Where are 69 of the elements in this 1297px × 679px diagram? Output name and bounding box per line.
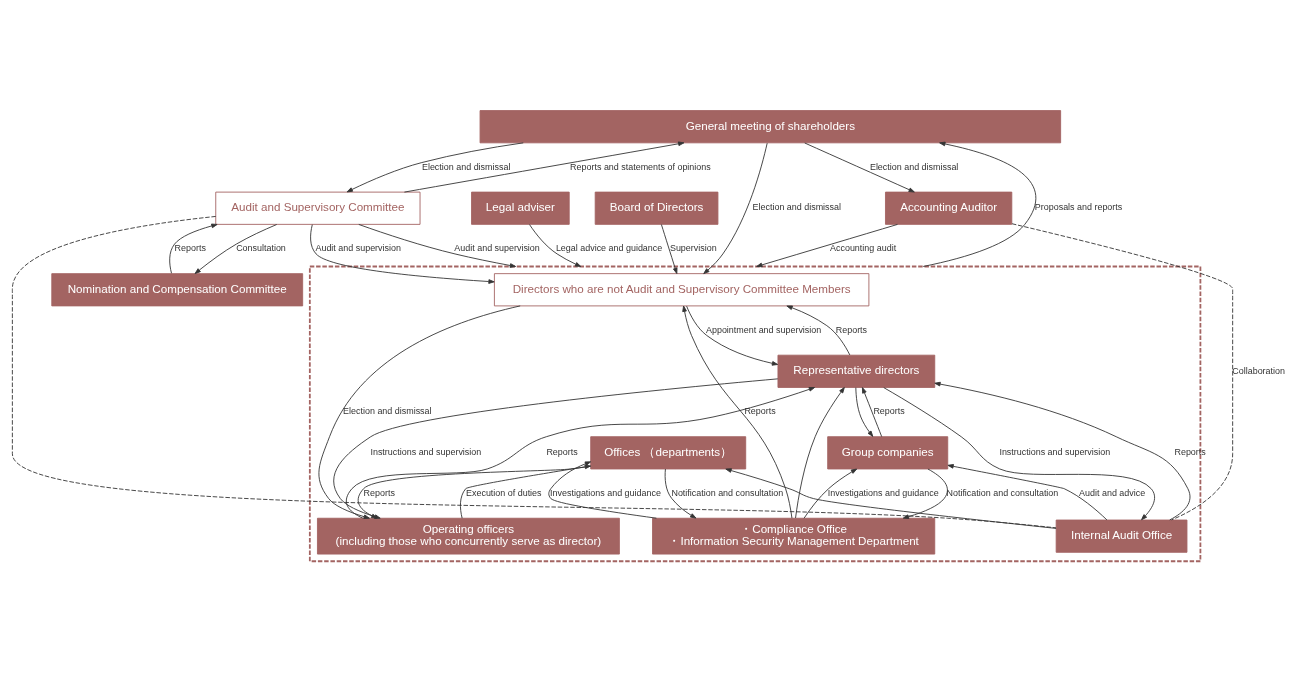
edge-label: Reports [363, 487, 395, 498]
arrow [786, 305, 851, 356]
edge-label: Investigations and guidance [550, 487, 661, 498]
edge-label: Reports [174, 243, 206, 254]
arrow [883, 387, 1156, 521]
edge-label: Execution of duties [466, 487, 542, 498]
arrow [682, 305, 793, 519]
arrow [725, 468, 1057, 529]
arrow [346, 142, 524, 193]
arrow [169, 223, 218, 274]
arrow [804, 142, 915, 193]
node-box: Legal adviser [471, 191, 570, 225]
arrow [934, 381, 1191, 521]
edge-label: Appointment and supervision [705, 324, 822, 335]
edge-label: Reports [1174, 447, 1206, 458]
arrow [902, 468, 948, 519]
edge-label: Reports [835, 324, 868, 335]
arrow [795, 387, 845, 519]
arrow [660, 224, 678, 274]
edge-label: Notification and consultation [671, 487, 784, 498]
node-box: Accounting Auditor [885, 191, 1013, 225]
edge-label: Reports and statements of opinions [570, 161, 711, 172]
arrow [855, 387, 874, 437]
edge-label: Audit and supervision [454, 243, 540, 254]
node-box: Operating officers (including those who concurrently serve as director) [317, 517, 620, 555]
edge-label: Proposals and reports [1034, 202, 1123, 213]
connector [11, 216, 1057, 529]
arrow [803, 468, 858, 519]
edge-label: Collaboration [1232, 365, 1285, 376]
node-box: Audit and Supervisory Committee [215, 191, 421, 225]
arrow [310, 224, 495, 284]
edge-label: Audit and advice [1079, 487, 1146, 498]
node-box: Board of Directors [594, 191, 719, 225]
connector [1011, 223, 1234, 521]
node-box: Representative directors [777, 354, 936, 388]
edge-label: Consultation [236, 243, 286, 254]
edge-label: Instructions and supervision [999, 447, 1111, 458]
edge-label: Election and dismissal [421, 161, 511, 172]
arrow [664, 468, 697, 519]
arrow [703, 142, 768, 275]
arrow [686, 305, 779, 366]
node-box: General meeting of shareholders [479, 110, 1062, 144]
node-box: Nomination and Compensation Committee [51, 273, 304, 307]
node-box: Directors who are not Audit and Supervisory Committee Members [493, 273, 870, 307]
edge-label: Accounting audit [830, 243, 897, 254]
node-box: Internal Audit Office [1055, 519, 1188, 553]
node-box: Group companies [827, 436, 949, 470]
edge-label: Audit and supervision [315, 243, 401, 254]
arrow [756, 223, 898, 268]
edge-label: Reports [546, 447, 578, 458]
arrow [529, 224, 582, 267]
node-box: ・Compliance Office ・Information Security Management Department [652, 517, 936, 555]
edge-label: Election and dismissal [869, 161, 959, 172]
node-box: Offices （departments） [590, 436, 747, 470]
edge-label: Legal advice and guidance [555, 243, 663, 254]
arrow [922, 141, 1037, 267]
edge-label: Supervision [669, 243, 717, 254]
arrow [861, 387, 883, 438]
edge-label: Instructions and supervision [370, 447, 482, 458]
edge-label: Notification and consultation [946, 487, 1059, 498]
edge-label: Election and dismissal [752, 202, 841, 213]
arrow [194, 224, 278, 274]
edge-label: Reports [744, 406, 776, 417]
arrow [403, 141, 685, 193]
edge-label: Investigations and guidance [827, 487, 939, 498]
arrow [358, 224, 517, 268]
edge-label: Election and dismissal [343, 406, 432, 417]
edge-label: Reports [873, 406, 905, 417]
arrow [947, 464, 1108, 521]
